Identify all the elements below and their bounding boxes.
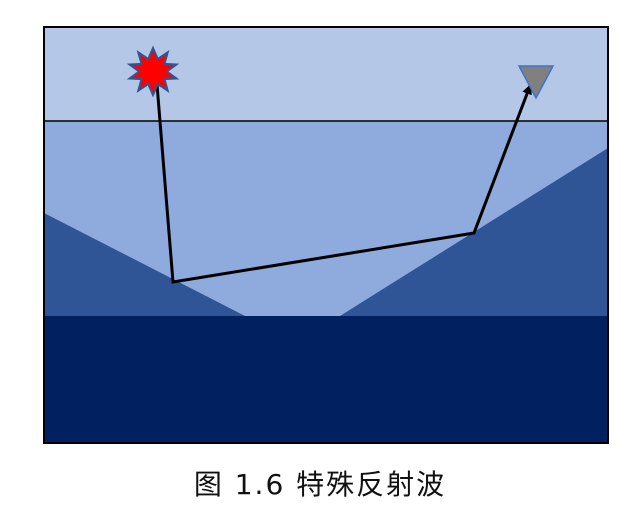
- triangle-down-icon: [517, 65, 555, 100]
- figure-caption: 图 1.6 特殊反射波: [193, 468, 447, 501]
- left-slope-layer: [44, 213, 245, 316]
- ray-path: [154, 71, 532, 284]
- diagram-frame: [43, 26, 609, 444]
- explosion-starburst-icon: [126, 45, 180, 98]
- bottom-layer: [44, 316, 608, 443]
- reflection-diagram: [43, 26, 609, 444]
